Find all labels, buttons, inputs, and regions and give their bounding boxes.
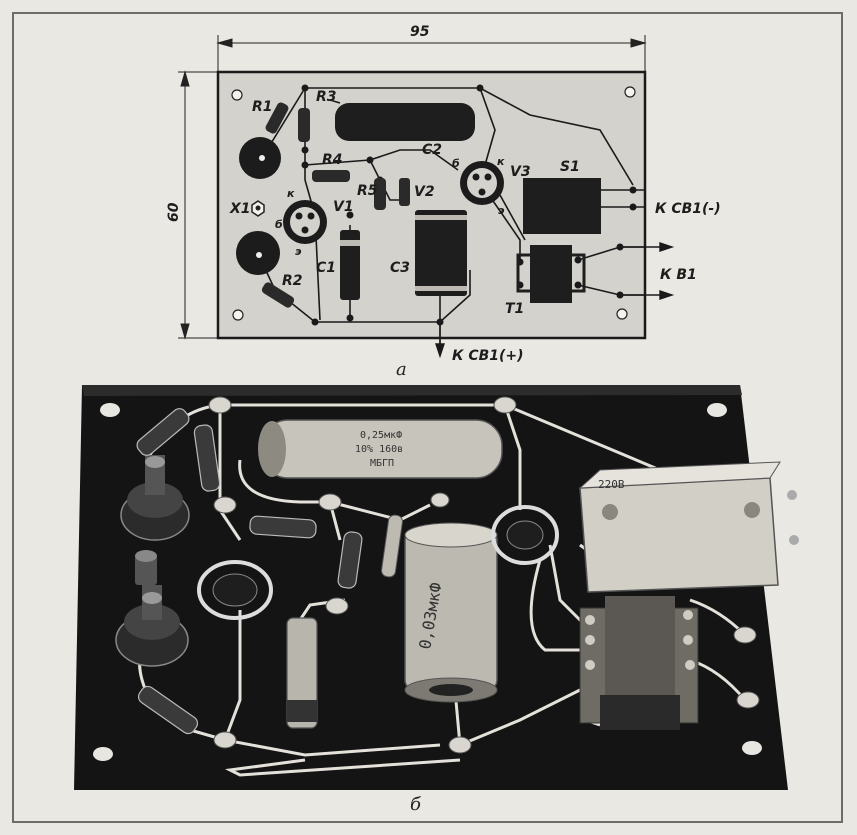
caption-a: а <box>396 359 407 380</box>
photo-mounting-holes <box>93 403 762 761</box>
label-x1: X1 <box>229 201 251 217</box>
label-v2: V2 <box>414 184 435 200</box>
photo-resistors <box>136 408 363 735</box>
photo-relay-rating: 220В <box>598 478 625 491</box>
transistor-v1 <box>283 200 327 244</box>
terminal-b1: К В1 <box>660 267 697 283</box>
photo-resistor-r3 <box>193 424 221 492</box>
mounting-hole <box>231 89 243 101</box>
pin-v1-b: б <box>275 218 283 231</box>
photo-capacitor-c3: 0,03мкФ <box>404 522 498 703</box>
photo-transistor-v3 <box>491 505 559 565</box>
mounting-hole <box>624 86 636 98</box>
photo-resistor-r2 <box>137 685 199 735</box>
terminal-arrows <box>435 242 675 359</box>
pin-v3-b: б <box>452 157 460 170</box>
photo-c2-tolerance: 10% 160в <box>355 444 403 455</box>
resistor-r1-body <box>265 102 289 134</box>
photo-c2-value: 0,25мкФ <box>360 430 402 441</box>
photo-c2-type: МБГП <box>370 458 394 469</box>
caption-b: б <box>410 794 422 815</box>
label-v1: V1 <box>333 199 354 215</box>
label-c1: C1 <box>316 260 336 276</box>
capacitor-c3 <box>415 210 467 296</box>
capacitor-c1 <box>340 230 360 300</box>
capacitor-c2 <box>335 103 475 141</box>
label-r3: R3 <box>316 89 337 105</box>
label-r2: R2 <box>282 273 303 289</box>
label-v3: V3 <box>510 164 531 180</box>
resistor-r4 <box>312 170 350 182</box>
height-dimension-label: 60 <box>166 202 182 222</box>
photo-resistor-r1 <box>136 408 190 456</box>
label-c3: C3 <box>390 260 410 276</box>
photo-resistor-r4 <box>249 515 317 539</box>
photo-potentiometer-r2 <box>115 585 189 667</box>
pin-v1-e: э <box>295 245 302 258</box>
assembled-board-photo: 0,25мкФ 10% 160в МБГП 0,03мкФ <box>74 385 799 815</box>
label-c2: C2 <box>422 142 442 158</box>
photo-jack-x1 <box>135 550 157 585</box>
label-s1: S1 <box>560 159 580 175</box>
photo-resistor-r5 <box>337 531 363 589</box>
photo-diode-v2 <box>381 514 403 578</box>
photo-transformer-t1 <box>579 596 699 730</box>
photo-relay-s1: 220В <box>578 461 799 593</box>
width-dimension-label: 95 <box>410 24 430 40</box>
relay-s1 <box>523 178 601 234</box>
photo-capacitor-c1 <box>286 617 318 729</box>
photo-solder-lugs <box>208 396 760 754</box>
resistor-r2-body <box>261 282 295 308</box>
label-r5: R5 <box>357 183 378 199</box>
mounting-hole <box>232 309 244 321</box>
resistor-r3 <box>298 108 310 142</box>
board-layout-diagram: 95 60 <box>166 24 721 380</box>
mounting-holes <box>231 86 636 321</box>
figure-frame <box>12 12 843 823</box>
terminal-sb1-minus: К СВ1(-) <box>655 201 721 217</box>
height-dimension <box>178 70 218 340</box>
label-t1: T1 <box>505 301 524 317</box>
transistor-v3 <box>460 161 504 205</box>
diode-v2 <box>399 178 410 206</box>
mounting-hole <box>616 308 628 320</box>
label-r1: R1 <box>252 99 273 115</box>
label-r4: R4 <box>322 152 343 168</box>
photo-capacitor-c2: 0,25мкФ 10% 160в МБГП <box>258 419 503 479</box>
photo-transistor-v1 <box>197 560 273 620</box>
pin-v1-k: к <box>287 187 295 200</box>
terminal-sb1-plus: К СВ1(+) <box>452 348 524 364</box>
pin-v3-k: к <box>497 155 505 168</box>
photo-potentiometer-r1 <box>120 455 190 541</box>
pin-v3-e: э <box>498 204 505 217</box>
resistor-r5 <box>374 178 386 210</box>
width-dimension <box>216 35 647 72</box>
